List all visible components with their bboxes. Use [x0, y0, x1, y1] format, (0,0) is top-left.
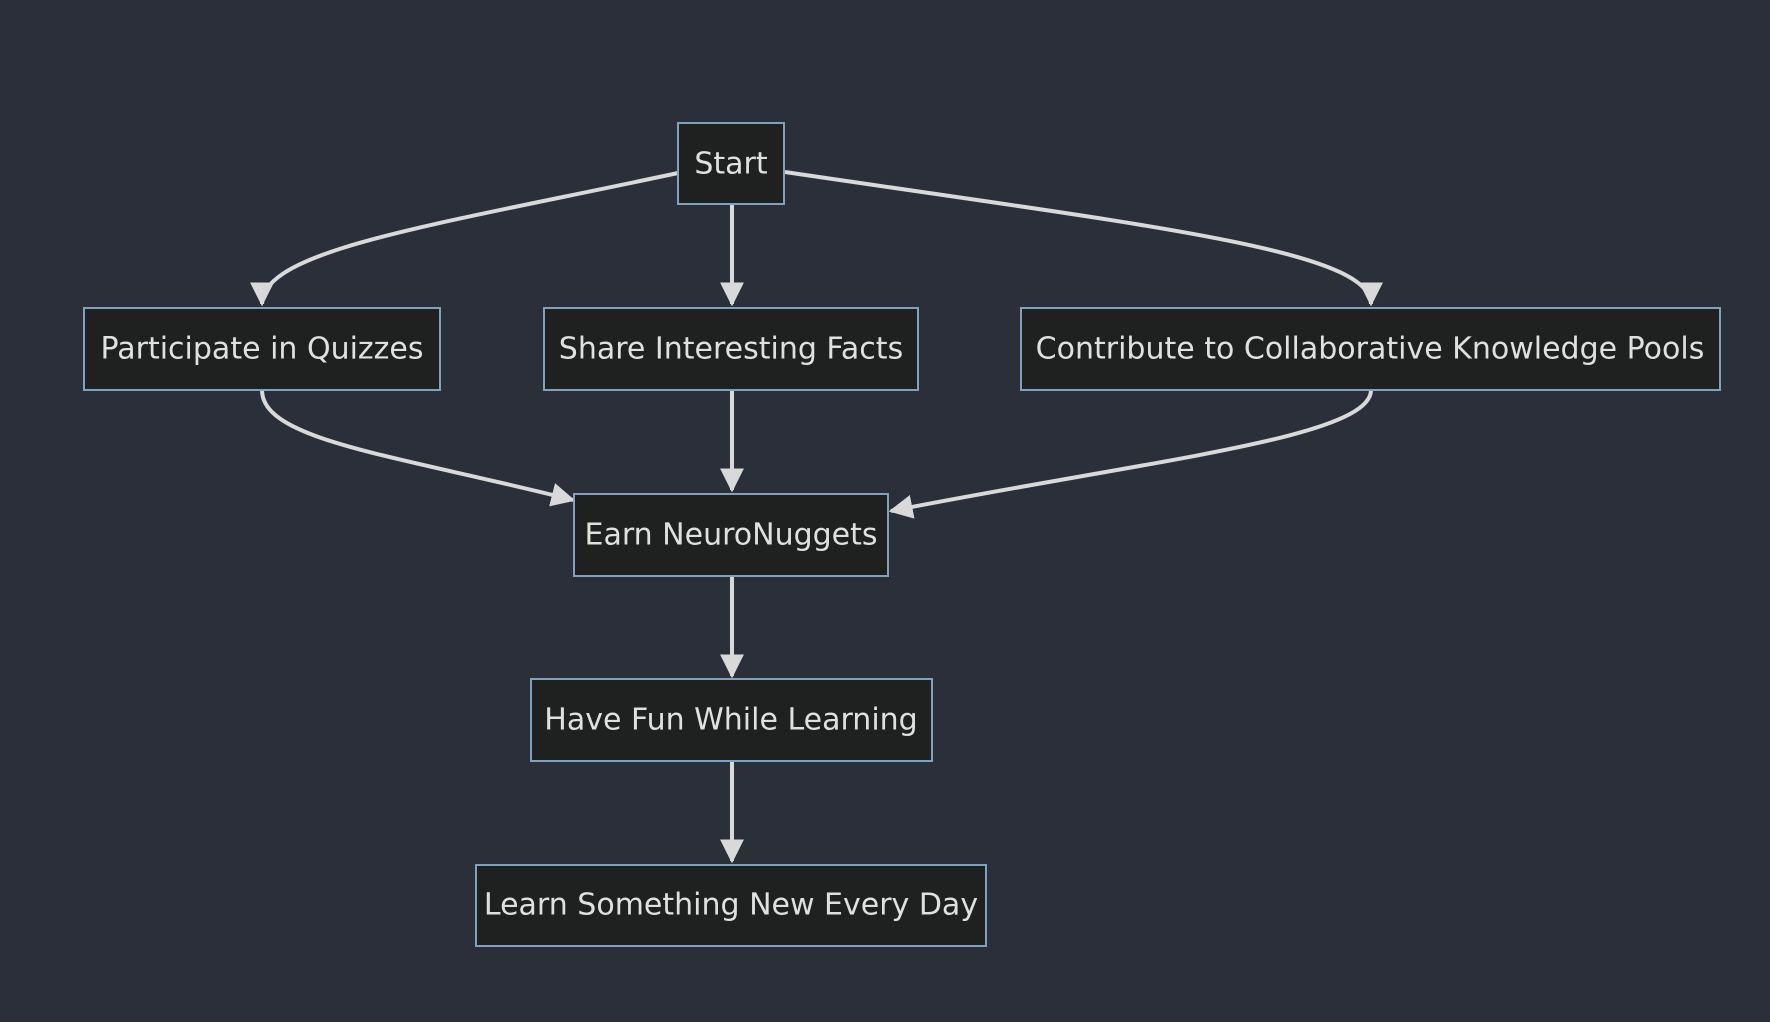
node-contribute-box: [1020, 307, 1721, 391]
edge-contribute-to-earn: [888, 389, 1373, 519]
node-fun: Have Fun While Learning: [530, 678, 933, 762]
node-earn: Earn NeuroNuggets: [573, 493, 889, 577]
edges: [250, 170, 1383, 864]
edge-start-to-contribute: [784, 170, 1383, 307]
node-start: Start: [677, 122, 785, 205]
node-start-label: Start: [694, 147, 768, 182]
node-contribute: Contribute to Collaborative Knowledge Po…: [1020, 307, 1721, 391]
node-facts: Share Interesting Facts: [543, 307, 919, 391]
node-fun-label: Have Fun While Learning: [544, 703, 917, 738]
node-learn-box: [475, 864, 987, 947]
edge-start-to-quizzes: [250, 171, 679, 307]
node-earn-label: Earn NeuroNuggets: [584, 518, 877, 553]
node-quizzes-box: [83, 307, 441, 391]
node-facts-box: [543, 307, 919, 391]
node-earn-box: [573, 493, 889, 577]
node-learn-label: Learn Something New Every Day: [484, 888, 978, 923]
node-start-box: [677, 122, 785, 205]
node-contribute-label: Contribute to Collaborative Knowledge Po…: [1036, 332, 1705, 367]
node-fun-box: [530, 678, 933, 762]
node-quizzes-label: Participate in Quizzes: [101, 332, 424, 367]
node-quizzes: Participate in Quizzes: [83, 307, 441, 391]
edge-quizzes-to-earn: [260, 389, 576, 507]
node-facts-label: Share Interesting Facts: [559, 332, 903, 367]
node-learn: Learn Something New Every Day: [475, 864, 987, 947]
